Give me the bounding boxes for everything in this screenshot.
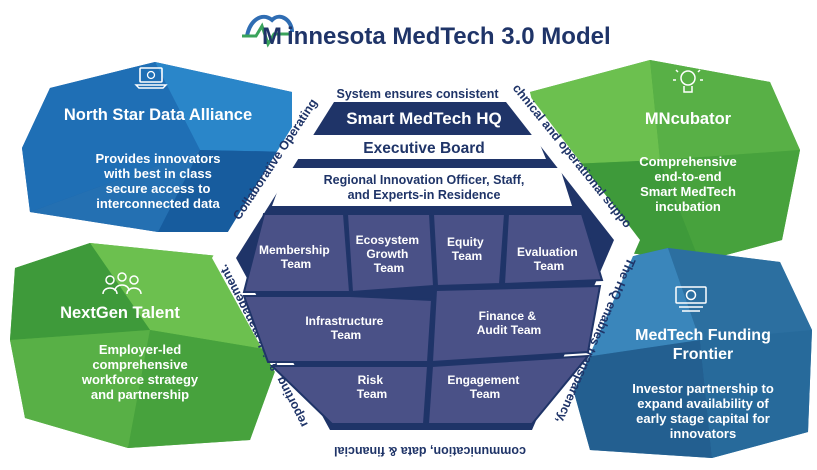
executive-board-band <box>298 135 546 159</box>
nextgen-line-1: Employer-led <box>99 342 181 357</box>
page-title: innesota MedTech 3.0 Model <box>287 23 611 50</box>
nextgen-line-2: comprehensive <box>92 357 187 372</box>
equity-team-cell <box>431 213 507 288</box>
membership-team-cell <box>242 213 352 293</box>
lightbulb-icon <box>673 64 703 93</box>
north-star-title: North Star Data Alliance <box>64 106 252 124</box>
funding-line-4: innovators <box>670 426 736 441</box>
regional-line-1: Regional Innovation Officer, Staff, <box>324 173 525 187</box>
north-star-panel <box>22 62 292 232</box>
team-label-ecosystem: Ecosystem Growth Team <box>356 233 423 275</box>
mncubator-line-2: end-to-end <box>654 169 721 184</box>
team-label-equity: Equity Team <box>447 235 487 263</box>
north-star-line-2: with best in class <box>103 166 212 181</box>
hq-title: Smart MedTech HQ <box>346 109 502 128</box>
funding-line-3: early stage capital for <box>636 411 770 426</box>
team-label-finance: Finance & Audit Team <box>477 309 541 337</box>
nextgen-line-3: workforce strategy <box>81 372 199 387</box>
funding-title-line-1: MedTech Funding <box>635 327 771 344</box>
north-star-line-3: secure access to <box>106 181 211 196</box>
team-label-risk: Risk Team <box>357 373 387 401</box>
team-grid <box>242 213 604 425</box>
team-label-infrastructure: Infrastructure Team <box>305 314 386 342</box>
title-group: M innesota MedTech 3.0 Model <box>242 14 611 50</box>
north-star-line-1: Provides innovators <box>96 151 221 166</box>
regional-band <box>272 168 572 206</box>
nextgen-panel <box>10 243 282 448</box>
people-icon <box>102 272 142 295</box>
nextgen-title: NextGen Talent <box>60 304 180 322</box>
nextgen-line-4: and partnership <box>91 387 189 402</box>
executive-board-label: Executive Board <box>363 140 484 157</box>
funding-title-line-2: Frontier <box>673 346 733 363</box>
funding-line-1: Investor partnership to <box>632 381 774 396</box>
title-logo-letter: M <box>262 23 282 50</box>
regional-line-2: and Experts-in Residence <box>348 188 501 202</box>
laptop-icon <box>134 67 168 89</box>
finance-team-cell <box>430 284 602 364</box>
team-label-engagement: Engagement Team <box>447 373 522 401</box>
ring-text-top: System ensures consistent <box>337 87 500 101</box>
infrastructure-team-cell <box>242 295 434 363</box>
evaluation-team-cell <box>502 213 604 286</box>
money-icon <box>675 286 707 312</box>
funding-line-2: expand availability of <box>637 396 769 411</box>
ring-text-bottom: communication, data & financial <box>334 444 526 458</box>
north-star-line-4: interconnected data <box>96 196 220 211</box>
risk-team-cell <box>269 365 430 425</box>
mncubator-title: MNcubator <box>645 110 732 128</box>
engagement-team-cell <box>426 354 591 425</box>
mncubator-line-1: Comprehensive <box>639 154 737 169</box>
team-label-evaluation: Evaluation Team <box>517 245 581 273</box>
team-labels: Membership Team Ecosystem Growth Team Eq… <box>259 233 581 401</box>
team-label-membership: Membership Team <box>259 243 333 271</box>
mncubator-line-4: incubation <box>655 199 721 214</box>
minnesota-logo-icon <box>242 14 294 48</box>
ecosystem-team-cell <box>345 213 436 294</box>
mncubator-line-3: Smart MedTech <box>640 184 736 199</box>
